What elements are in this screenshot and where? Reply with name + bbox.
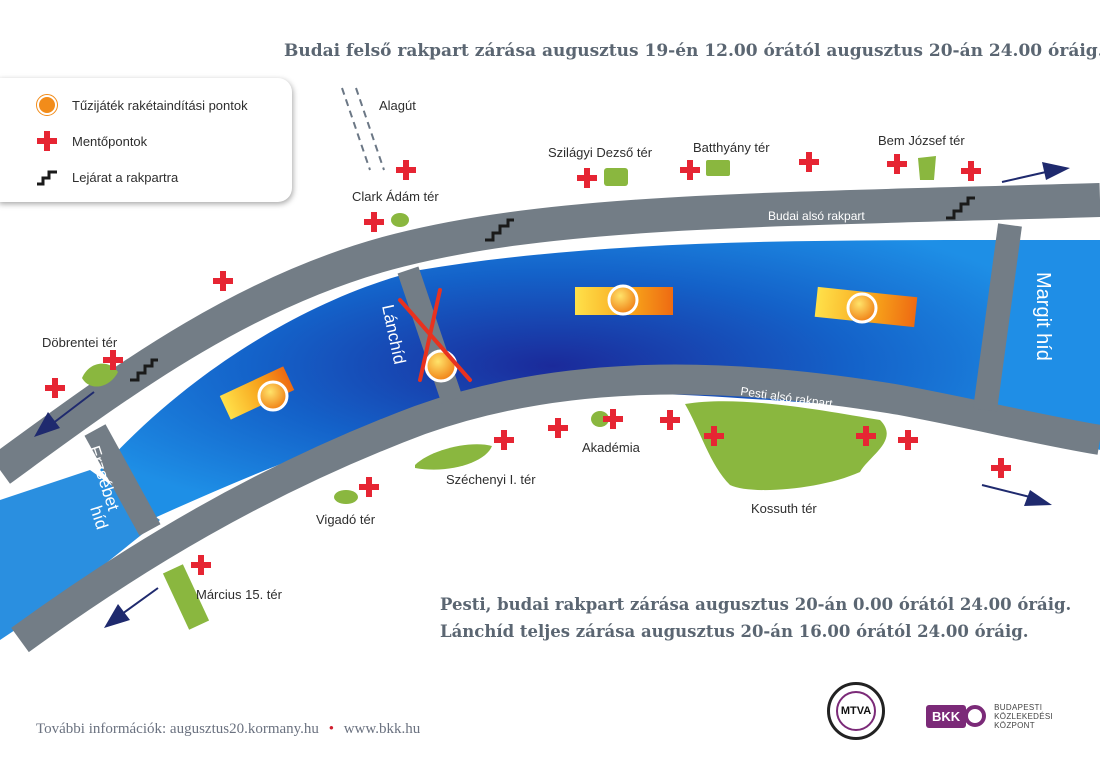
label-szechenyi: Széchenyi I. tér [446, 472, 536, 487]
park-szechenyi [415, 444, 492, 470]
footer-url-kormany[interactable]: augusztus20.kormany.hu [169, 721, 319, 737]
ambulance-cross [660, 410, 680, 430]
park-szilagyi [604, 168, 628, 186]
pesti-also-rakpart [11, 364, 1100, 653]
ambulance-cross [680, 160, 700, 180]
bkk-line-3: KÖZPONT [994, 720, 1035, 730]
footer-url-bkk[interactable]: www.bkk.hu [343, 721, 421, 737]
arrow-marcius [104, 587, 159, 628]
label-batthyany: Batthyány tér [693, 140, 770, 155]
legend-row-fireworks: Tűzijáték rakétaindítási pontok [34, 92, 248, 118]
bkk-logo-box: BKK [926, 704, 967, 728]
budai-also-rakpart [0, 183, 1100, 484]
ambulance-cross [577, 168, 597, 188]
legend-ramp-label: Lejárat a rakpartra [72, 169, 179, 185]
label-akademia: Akadémia [582, 440, 641, 455]
firework-point-lanchid [424, 349, 458, 383]
mtva-logo: MTVA [827, 682, 885, 740]
arrow-bem [1001, 162, 1070, 183]
firework-point-2 [575, 284, 673, 316]
river-right [995, 240, 1100, 450]
ambulance-cross [364, 212, 384, 232]
ambulance-cross [548, 418, 568, 438]
firework-icon [34, 92, 60, 118]
ramp-icon-3 [130, 358, 158, 382]
legend-fireworks-label: Tűzijáték rakétaindítási pontok [72, 97, 248, 113]
park-bem [918, 156, 936, 180]
footer-prefix: További információk: [36, 721, 167, 737]
ambulance-cross [603, 409, 623, 429]
alagut-line-1 [341, 87, 371, 171]
legend-row-ramp: Lejárat a rakpartra [34, 164, 178, 190]
ambulance-cross [494, 430, 514, 450]
ambulance-cross [961, 161, 981, 181]
label-szilagyi: Szilágyi Dezső tér [548, 145, 653, 160]
bkk-logo-circle [964, 705, 987, 727]
park-kossuth [685, 401, 887, 491]
lanchid-closure-mark [398, 288, 472, 382]
map-legend: Tűzijáték rakétaindítási pontok Mentőpon… [0, 78, 292, 202]
ambulance-cross-icon [34, 128, 60, 154]
ambulance-cross [799, 152, 819, 172]
notice-lanchid-closure: Lánchíd teljes zárása augusztus 20-án 16… [440, 622, 1029, 641]
margit-hid-bridge [973, 223, 1022, 412]
margit-hid-label: Margit híd [1032, 272, 1054, 361]
river-left [0, 470, 160, 640]
park-dobrentei [82, 363, 118, 387]
erzsebet-hid [84, 424, 161, 536]
bkk-logo-text: BUDAPESTI KÖZLEKEDÉSI KÖZPONT [994, 703, 1053, 730]
ramp-icon-2 [946, 196, 975, 220]
label-dobrentei: Döbrentei tér [42, 335, 118, 350]
notice-rakpart-closure: Pesti, budai rakpart zárása augusztus 20… [440, 595, 1072, 614]
ambulance-cross [898, 430, 918, 450]
label-vigado: Vigadó tér [316, 512, 376, 527]
bkk-line-1: BUDAPESTI [994, 702, 1043, 712]
label-bem: Bem József tér [878, 133, 965, 148]
ramp-icon-1 [485, 218, 514, 242]
footer-info: További információk: augusztus20.kormany… [36, 721, 420, 738]
alagut-line-2 [355, 87, 385, 171]
bkk-logo: BKK BUDAPESTI KÖZLEKEDÉSI KÖZPONT [926, 702, 1053, 730]
ambulance-cross [45, 378, 65, 398]
ambulance-points [45, 152, 1011, 575]
label-alagut: Alagút [379, 98, 416, 113]
legend-ambulance-label: Mentőpontok [72, 133, 148, 149]
ambulance-cross [704, 426, 724, 446]
ambulance-cross [359, 477, 379, 497]
firework-point-3 [814, 286, 918, 328]
mtva-logo-text: MTVA [840, 705, 872, 717]
park-marcius [162, 564, 210, 630]
park-clark [391, 213, 409, 227]
park-vigado [334, 490, 358, 504]
arrow-kossuth [981, 484, 1052, 506]
legend-row-ambulance: Mentőpontok [34, 128, 147, 154]
label-marcius: Március 15. tér [196, 587, 283, 602]
ambulance-cross [887, 154, 907, 174]
ambulance-cross [191, 555, 211, 575]
footer-separator: • [328, 721, 334, 737]
ambulance-cross [396, 160, 416, 180]
label-kossuth: Kossuth tér [751, 501, 817, 516]
budai-road-label: Budai alsó rakpart [768, 209, 865, 223]
ambulance-cross [213, 271, 233, 291]
notice-budai-closure: Budai felső rakpart zárása augusztus 19-… [284, 41, 1100, 61]
ambulance-cross [856, 426, 876, 446]
ambulance-cross [991, 458, 1011, 478]
arrow-dobrentei [34, 391, 95, 437]
stairs-icon [34, 164, 60, 190]
firework-point-1 [219, 366, 295, 420]
park-batthyany [706, 160, 730, 176]
bkk-line-2: KÖZLEKEDÉSI [994, 711, 1054, 721]
label-clark: Clark Ádám tér [352, 189, 439, 204]
park-akademia [591, 411, 609, 427]
ambulance-cross [103, 350, 123, 370]
